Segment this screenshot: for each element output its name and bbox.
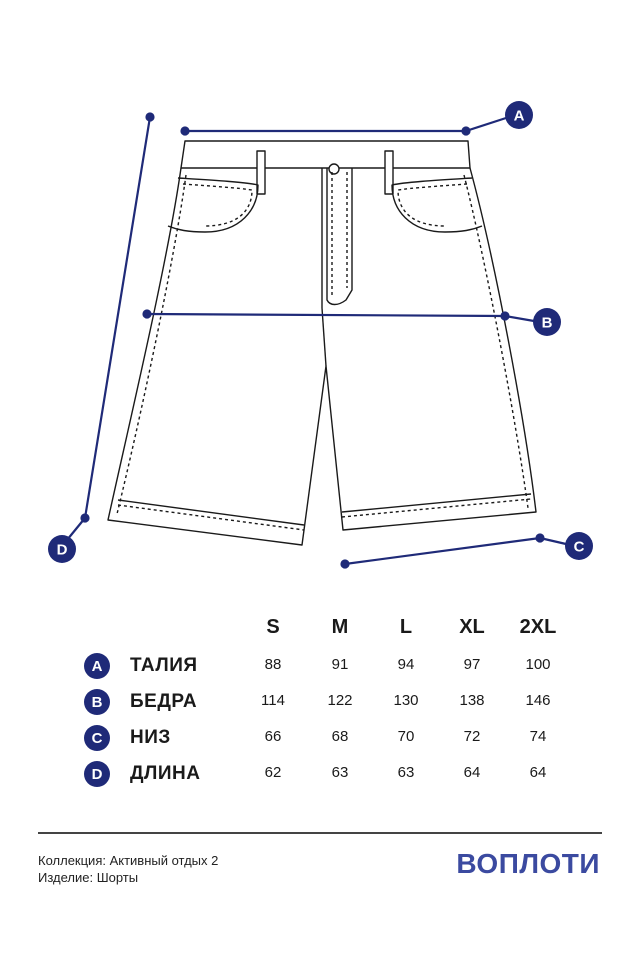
row-badge-d: D: [84, 761, 110, 787]
marker-b: B: [533, 308, 561, 336]
footer-divider: [38, 832, 602, 834]
size-table: S M L XL 2XL A ТАЛИЯ 88 91 94 97 100 B Б…: [80, 612, 600, 792]
row-label-hem: НИЗ: [130, 727, 171, 748]
table-cell: 100: [525, 656, 551, 673]
marker-a: A: [505, 101, 533, 129]
table-cell: 72: [463, 728, 481, 745]
svg-text:B: B: [542, 315, 553, 332]
table-cell: 94: [397, 656, 415, 673]
table-row-hips: B БЕДРА 114 122 130 138 146: [80, 684, 600, 720]
size-header-xl: XL: [459, 616, 485, 638]
marker-d: D: [48, 535, 76, 563]
size-header-row: S M L XL 2XL: [80, 612, 600, 648]
table-cell: 66: [264, 728, 282, 745]
item-text: Изделие: Шорты: [38, 870, 139, 885]
table-cell: 130: [393, 692, 419, 709]
table-cell: 64: [529, 764, 547, 781]
row-badge-b: B: [84, 689, 110, 715]
table-cell: 138: [459, 692, 485, 709]
table-cell: 91: [331, 656, 349, 673]
table-row-length: D ДЛИНА 62 63 63 64 64: [80, 756, 600, 792]
shorts-diagram: A B C D: [48, 101, 593, 569]
marker-c: C: [565, 532, 593, 560]
footer-info: Коллекция: Активный отдых 2 Изделие: Шор…: [38, 852, 218, 886]
table-row-waist: A ТАЛИЯ 88 91 94 97 100: [80, 648, 600, 684]
collection-text: Коллекция: Активный отдых 2: [38, 853, 219, 868]
table-cell: 64: [463, 764, 481, 781]
size-header-s: S: [266, 616, 280, 638]
svg-text:A: A: [514, 108, 525, 125]
table-cell: 146: [525, 692, 551, 709]
brand-logo: ВОПЛОТИ: [456, 848, 600, 879]
table-cell: 88: [264, 656, 282, 673]
row-label-length: ДЛИНА: [130, 763, 201, 784]
table-cell: 70: [397, 728, 415, 745]
table-cell: 74: [529, 728, 547, 745]
size-header-2xl: 2XL: [519, 616, 557, 638]
row-badge-a: A: [84, 653, 110, 679]
measurement-lines: [66, 112, 567, 569]
table-cell: 97: [463, 656, 481, 673]
row-label-waist: ТАЛИЯ: [130, 655, 198, 676]
table-cell: 63: [331, 764, 349, 781]
row-label-hips: БЕДРА: [130, 691, 198, 712]
table-cell: 68: [331, 728, 349, 745]
table-cell: 62: [264, 764, 282, 781]
row-badge-c: C: [84, 725, 110, 751]
size-header-m: M: [331, 616, 349, 638]
table-cell: 114: [261, 692, 285, 709]
table-row-hem: C НИЗ 66 68 70 72 74: [80, 720, 600, 756]
table-cell: 122: [327, 692, 353, 709]
size-header-l: L: [399, 616, 413, 638]
shorts-illustration: [107, 140, 537, 546]
svg-text:C: C: [574, 539, 585, 556]
table-cell: 63: [397, 764, 415, 781]
svg-text:D: D: [57, 542, 68, 559]
